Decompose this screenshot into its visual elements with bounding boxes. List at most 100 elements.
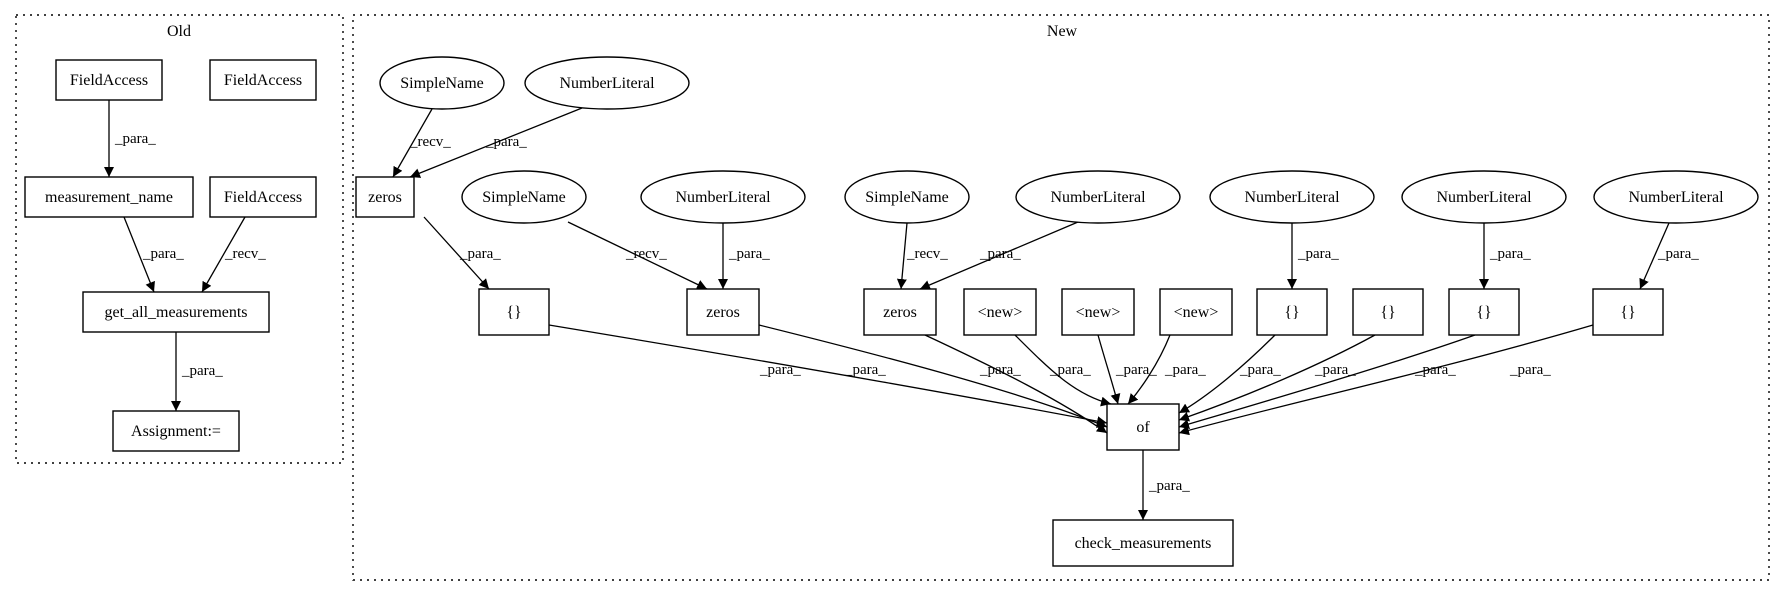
node-nl4-label: NumberLiteral [1244, 189, 1340, 206]
edge-nl1-z1 [409, 107, 583, 178]
edge-label-new3-of: _para_ [1164, 362, 1206, 378]
node-assign-box [112, 410, 240, 452]
edge-b4-of [1178, 334, 1476, 429]
cluster-old-label: Old [167, 23, 191, 40]
edge-mname-gam [123, 216, 155, 293]
cluster-old-box [15, 14, 344, 464]
node-mname-box [24, 176, 194, 218]
edge-label-gam-assign: _para_ [181, 363, 223, 379]
node-cm: check_measurements [1052, 519, 1234, 567]
node-z3-box [863, 288, 937, 336]
node-fa3: FieldAccess [209, 176, 317, 218]
edge-z3-of [924, 334, 1108, 434]
node-fa1: FieldAccess [55, 59, 163, 101]
node-sn1: SimpleName [379, 56, 505, 110]
cluster-new-label: New [1047, 23, 1078, 40]
node-assign-label: Assignment:= [131, 423, 221, 440]
node-sn1-label: SimpleName [400, 75, 484, 92]
edge-new2-of [1097, 334, 1121, 405]
edge-label-new2-of: _para_ [1115, 362, 1157, 378]
node-z3-label: zeros [883, 304, 917, 321]
node-of: of [1106, 403, 1180, 451]
node-z1-label: zeros [368, 189, 402, 206]
node-cm-label: check_measurements [1075, 535, 1212, 552]
node-new3-box [1159, 288, 1233, 336]
node-fa3-label: FieldAccess [224, 189, 302, 206]
node-sn3-label: SimpleName [865, 189, 949, 206]
edge-label-nl2-z2: _para_ [728, 246, 770, 262]
edge-z1-b1 [423, 216, 490, 290]
edge-label-b4-of: _para_ [1414, 362, 1456, 378]
node-nl2-label: NumberLiteral [675, 189, 771, 206]
node-new1: <new> [963, 288, 1037, 336]
edge-nl6-b5 [1639, 222, 1670, 290]
edge-new1-of [1014, 334, 1112, 407]
node-nl5-label: NumberLiteral [1436, 189, 1532, 206]
edge-label-z1-b1: _para_ [459, 246, 501, 262]
node-nl4-ellipse [1209, 170, 1375, 224]
edge-label-mname-gam: _para_ [142, 246, 184, 262]
node-z2-box [686, 288, 760, 336]
node-cm-box [1052, 519, 1234, 567]
node-sn2-label: SimpleName [482, 189, 566, 206]
edge-label-nl3-z3: _para_ [979, 246, 1021, 262]
edge-label-b1-of: _para_ [759, 362, 801, 378]
node-nl6: NumberLiteral [1593, 170, 1759, 224]
edge-label-sn3-z3: _recv_ [906, 246, 948, 262]
node-z2: zeros [686, 288, 760, 336]
edge-sn3-z3 [896, 222, 908, 290]
node-sn2-ellipse [461, 170, 587, 224]
node-mname-label: measurement_name [45, 189, 173, 206]
edge-label-new1-of: _para_ [1049, 362, 1091, 378]
node-fa2-label: FieldAccess [224, 72, 302, 89]
node-b4-box [1448, 288, 1520, 336]
node-b3-box [1352, 288, 1424, 336]
cluster-new-box [352, 14, 1770, 581]
edge-new3-of [1127, 334, 1171, 405]
node-b4: {} [1448, 288, 1520, 336]
edge-label-nl4-b2: _para_ [1297, 246, 1339, 262]
edge-label-fa1-mname: _para_ [114, 131, 156, 147]
node-gam-box [82, 291, 270, 333]
node-b4-label: {} [1476, 304, 1491, 321]
node-new3: <new> [1159, 288, 1233, 336]
edge-label-fa3-gam: _recv_ [224, 246, 266, 262]
edge-label-of-cm: _para_ [1148, 478, 1190, 494]
edge-label-sn2-z2: _recv_ [625, 246, 667, 262]
node-new1-box [963, 288, 1037, 336]
node-b5-box [1592, 288, 1664, 336]
node-nl3-label: NumberLiteral [1050, 189, 1146, 206]
node-fa2: FieldAccess [209, 59, 317, 101]
node-z1-box [355, 176, 415, 218]
edge-label-nl1-z1: _para_ [485, 134, 527, 150]
node-z3: zeros [863, 288, 937, 336]
node-nl6-label: NumberLiteral [1628, 189, 1724, 206]
edge-label-sn1-z1: _recv_ [409, 134, 451, 150]
edge-z2-of [758, 324, 1108, 428]
node-fa3-box [209, 176, 317, 218]
node-new2-box [1061, 288, 1135, 336]
node-new2-label: <new> [1076, 304, 1121, 321]
node-sn3: SimpleName [844, 170, 970, 224]
node-sn1-ellipse [379, 56, 505, 110]
node-z2-label: zeros [706, 304, 740, 321]
edge-b5-of [1178, 324, 1594, 436]
edge-sn1-z1 [392, 108, 433, 178]
node-nl6-ellipse [1593, 170, 1759, 224]
edge-b2-of [1178, 334, 1276, 414]
node-b5-label: {} [1620, 304, 1635, 321]
node-new2: <new> [1061, 288, 1135, 336]
edge-label-nl6-b5: _para_ [1657, 246, 1699, 262]
edge-label-b5-of: _para_ [1509, 362, 1551, 378]
edge-label-z3-of: _para_ [979, 362, 1021, 378]
node-sn2: SimpleName [461, 170, 587, 224]
node-b1: {} [478, 288, 550, 336]
node-nl2: NumberLiteral [640, 170, 806, 224]
node-nl1-ellipse [524, 56, 690, 110]
node-b3-label: {} [1380, 304, 1395, 321]
node-b2: {} [1256, 288, 1328, 336]
node-nl5: NumberLiteral [1401, 170, 1567, 224]
edge-label-z2-of: _para_ [844, 362, 886, 378]
node-b5: {} [1592, 288, 1664, 336]
